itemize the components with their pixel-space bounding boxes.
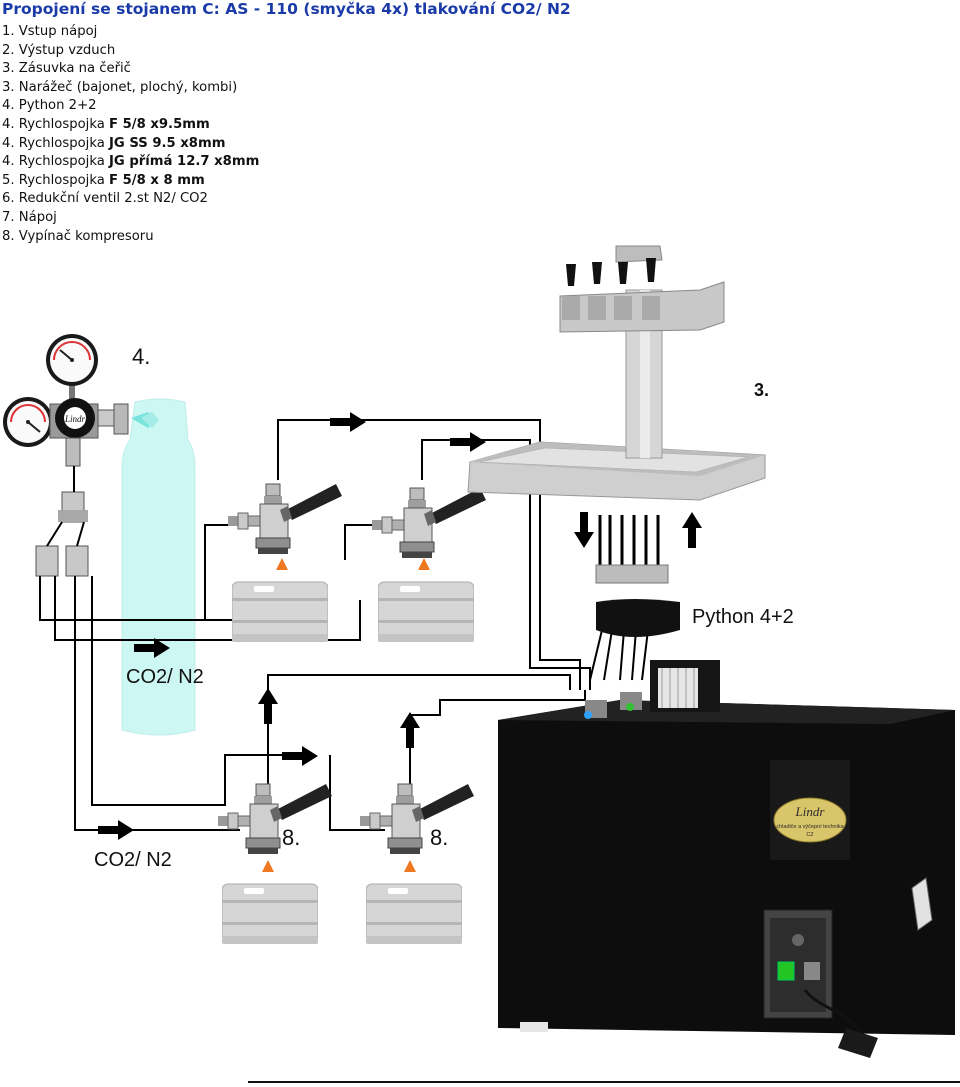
plug-icon	[803, 989, 878, 1058]
legend-item: 8. Vypínač kompresoru	[2, 228, 259, 247]
pressure-gauge-icon	[3, 397, 53, 447]
flow-arrow-icon	[574, 512, 594, 548]
flow-arrow-icon	[98, 820, 134, 840]
gas-cylinder-label: CO2/ N2	[126, 666, 204, 688]
legend-item: 5. Rychlospojka F 5/8 x 8 mm	[2, 172, 259, 191]
legend-item: 3. Zásuvka na čeřič	[2, 60, 259, 79]
coupler-icon	[228, 483, 343, 555]
keg-icon	[232, 581, 328, 642]
keg-icon	[378, 581, 474, 642]
legend-text: 6. Redukční ventil 2.st N2/ CO2	[2, 191, 208, 207]
flow-arrow-icon	[450, 432, 486, 452]
legend-text: 4. Python 2+2	[2, 98, 97, 114]
legend-bold: F 5/8 x 8 mm	[109, 172, 205, 188]
legend-item: 2. Výstup vzduch	[2, 42, 259, 61]
legend-item: 7. Nápoj	[2, 209, 259, 228]
keg-lower-left	[218, 783, 333, 944]
python-label: Python 4+2	[692, 606, 794, 628]
legend-bold: JG přímá 12.7 x8mm	[109, 154, 260, 170]
connection-lines	[39, 419, 660, 831]
legend-item: 4. Rychlospojka JG SS 9.5 x8mm	[2, 135, 259, 154]
flow-arrow-icon	[282, 746, 318, 766]
legend-bold: JG SS 9.5 x8mm	[109, 135, 226, 151]
legend-item: 4. Python 2+2	[2, 97, 259, 116]
coupler-icon	[372, 487, 487, 559]
keg-upper-left	[228, 483, 343, 642]
regulator-knob-icon: Lindr	[55, 398, 95, 438]
diagram-title: Propojení se stojanem C: AS - 110 (smyčk…	[2, 0, 571, 18]
beer-tower-icon	[467, 245, 766, 501]
keg-upper-right	[372, 487, 487, 642]
legend-text: 4. Rychlospojka	[2, 116, 110, 132]
gas-lower-label: CO2/ N2	[94, 849, 172, 871]
legend-text: 4. Rychlospojka	[2, 154, 110, 170]
legend-text: 3. Narážeč (bajonet, plochý, kombi)	[2, 79, 238, 95]
keg-arrow-icon	[404, 860, 416, 872]
keg-icon	[222, 883, 318, 944]
brand-logo-text: Lindr	[795, 804, 826, 819]
condenser-fan	[650, 660, 720, 712]
legend-text: 3. Zásuvka na čeřič	[2, 61, 131, 77]
regulator-label: 4.	[132, 344, 150, 369]
keg-icon	[366, 883, 462, 944]
svg-text:Lindr: Lindr	[64, 414, 86, 424]
thermostat-knob-icon[interactable]	[792, 934, 804, 946]
legend-item: 4. Rychlospojka F 5/8 x9.5mm	[2, 116, 259, 135]
flow-arrow-icon	[258, 688, 278, 724]
power-switch-icon[interactable]	[777, 961, 795, 981]
coupler-icon	[360, 783, 475, 855]
legend-text: 8. Vypínač kompresoru	[2, 228, 154, 244]
control-panel	[763, 909, 833, 1019]
legend-text: 5. Rychlospojka	[2, 172, 110, 188]
legend-item: 3. Narážeč (bajonet, plochý, kombi)	[2, 79, 259, 98]
keg-arrow-icon	[262, 860, 274, 872]
pressure-gauge-icon	[46, 334, 98, 386]
keg-arrow-icon	[276, 558, 288, 570]
legend-text: 1. Vstup nápoj	[2, 24, 98, 39]
beer-cooler: Lindr chladiče a výčepní technika CZ	[498, 692, 955, 1058]
keg-lower-right	[360, 783, 475, 944]
keg-arrow-icon	[418, 558, 430, 570]
legend-item: 6. Redukční ventil 2.st N2/ CO2	[2, 190, 259, 209]
brand-badge: Lindr chladiče a výčepní technika CZ	[773, 797, 847, 843]
brand-cz: CZ	[806, 832, 814, 838]
coupler-label: 8.	[430, 825, 448, 850]
flow-arrow-icon	[400, 712, 420, 748]
legend-list: 1. Vstup nápoj 2. Výstup vzduch 3. Zásuv…	[2, 23, 259, 246]
legend-text: 2. Výstup vzduch	[2, 42, 116, 58]
legend-text: 4. Rychlospojka	[2, 135, 110, 151]
python-connector	[595, 564, 680, 637]
handle	[911, 877, 933, 931]
gas-regulator: Lindr	[3, 334, 129, 577]
legend-item: 1. Vstup nápoj	[2, 23, 259, 42]
brand-subtext: chladiče a výčepní technika	[776, 824, 844, 830]
coupler-icon	[218, 783, 333, 855]
power-socket-icon	[804, 962, 820, 980]
flow-arrow-icon	[330, 412, 366, 432]
coupler-label: 8.	[282, 825, 300, 850]
tower-label: 3.	[754, 380, 769, 400]
flow-arrow-icon	[682, 512, 702, 548]
legend-text: 7. Nápoj	[2, 209, 57, 225]
legend-bold: F 5/8 x9.5mm	[109, 116, 210, 132]
legend-item: 4. Rychlospojka JG přímá 12.7 x8mm	[2, 153, 259, 172]
